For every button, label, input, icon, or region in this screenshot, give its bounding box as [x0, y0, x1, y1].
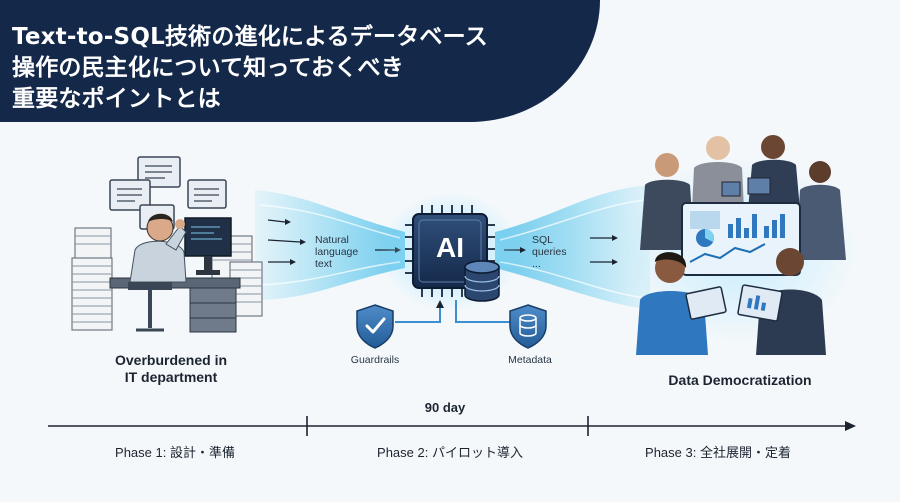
title-line-2: 操作の民主化について知っておくべき: [12, 55, 404, 81]
title-banner: [0, 0, 600, 122]
output-label-line-2: queries: [532, 246, 567, 258]
overburdened-caption-line-2: IT department: [124, 369, 218, 385]
overburdened-caption: Overburdened in IT department: [96, 352, 246, 386]
input-label-line-3: text: [315, 258, 332, 270]
shield-database-icon: [509, 304, 547, 349]
input-label-line-1: Natural: [315, 234, 349, 246]
ai-chip-label: AI: [436, 232, 464, 263]
metadata-label: Metadata: [508, 354, 552, 366]
shield-check-icon: [356, 304, 394, 349]
guardrails-label: Guardrails: [350, 354, 400, 366]
output-flow: [495, 185, 650, 310]
phase-1-label: Phase 1: 設計・準備: [115, 445, 235, 460]
output-label-line-3: ...: [532, 258, 541, 270]
data-democratization-team-illustration: [620, 135, 860, 355]
timeline: [48, 416, 856, 436]
ai-chip-icon: [380, 192, 520, 312]
data-democratization-caption: Data Democratization: [668, 372, 812, 388]
connector-lines: [395, 300, 510, 323]
title-line-3: 重要なポイントとは: [12, 86, 221, 112]
output-label: SQL queries ...: [532, 234, 566, 270]
phase-2-label: Phase 2: パイロット導入: [377, 445, 523, 460]
page-title: Text-to-SQL技術の進化によるデータベース 操作の民主化について知ってお…: [12, 22, 572, 115]
timeline-duration: 90 day: [424, 400, 466, 415]
input-label-line-2: language: [315, 246, 359, 258]
output-label-line-1: SQL: [532, 234, 554, 246]
input-label: Natural language text: [315, 234, 358, 270]
overburdened-worker-illustration: [71, 156, 263, 333]
database-icon: [464, 260, 500, 302]
phase-3-label: Phase 3: 全社展開・定着: [645, 445, 791, 460]
overburdened-caption-line-1: Overburdened in: [114, 352, 228, 368]
title-line-1: Text-to-SQL技術の進化によるデータベース: [12, 24, 488, 50]
